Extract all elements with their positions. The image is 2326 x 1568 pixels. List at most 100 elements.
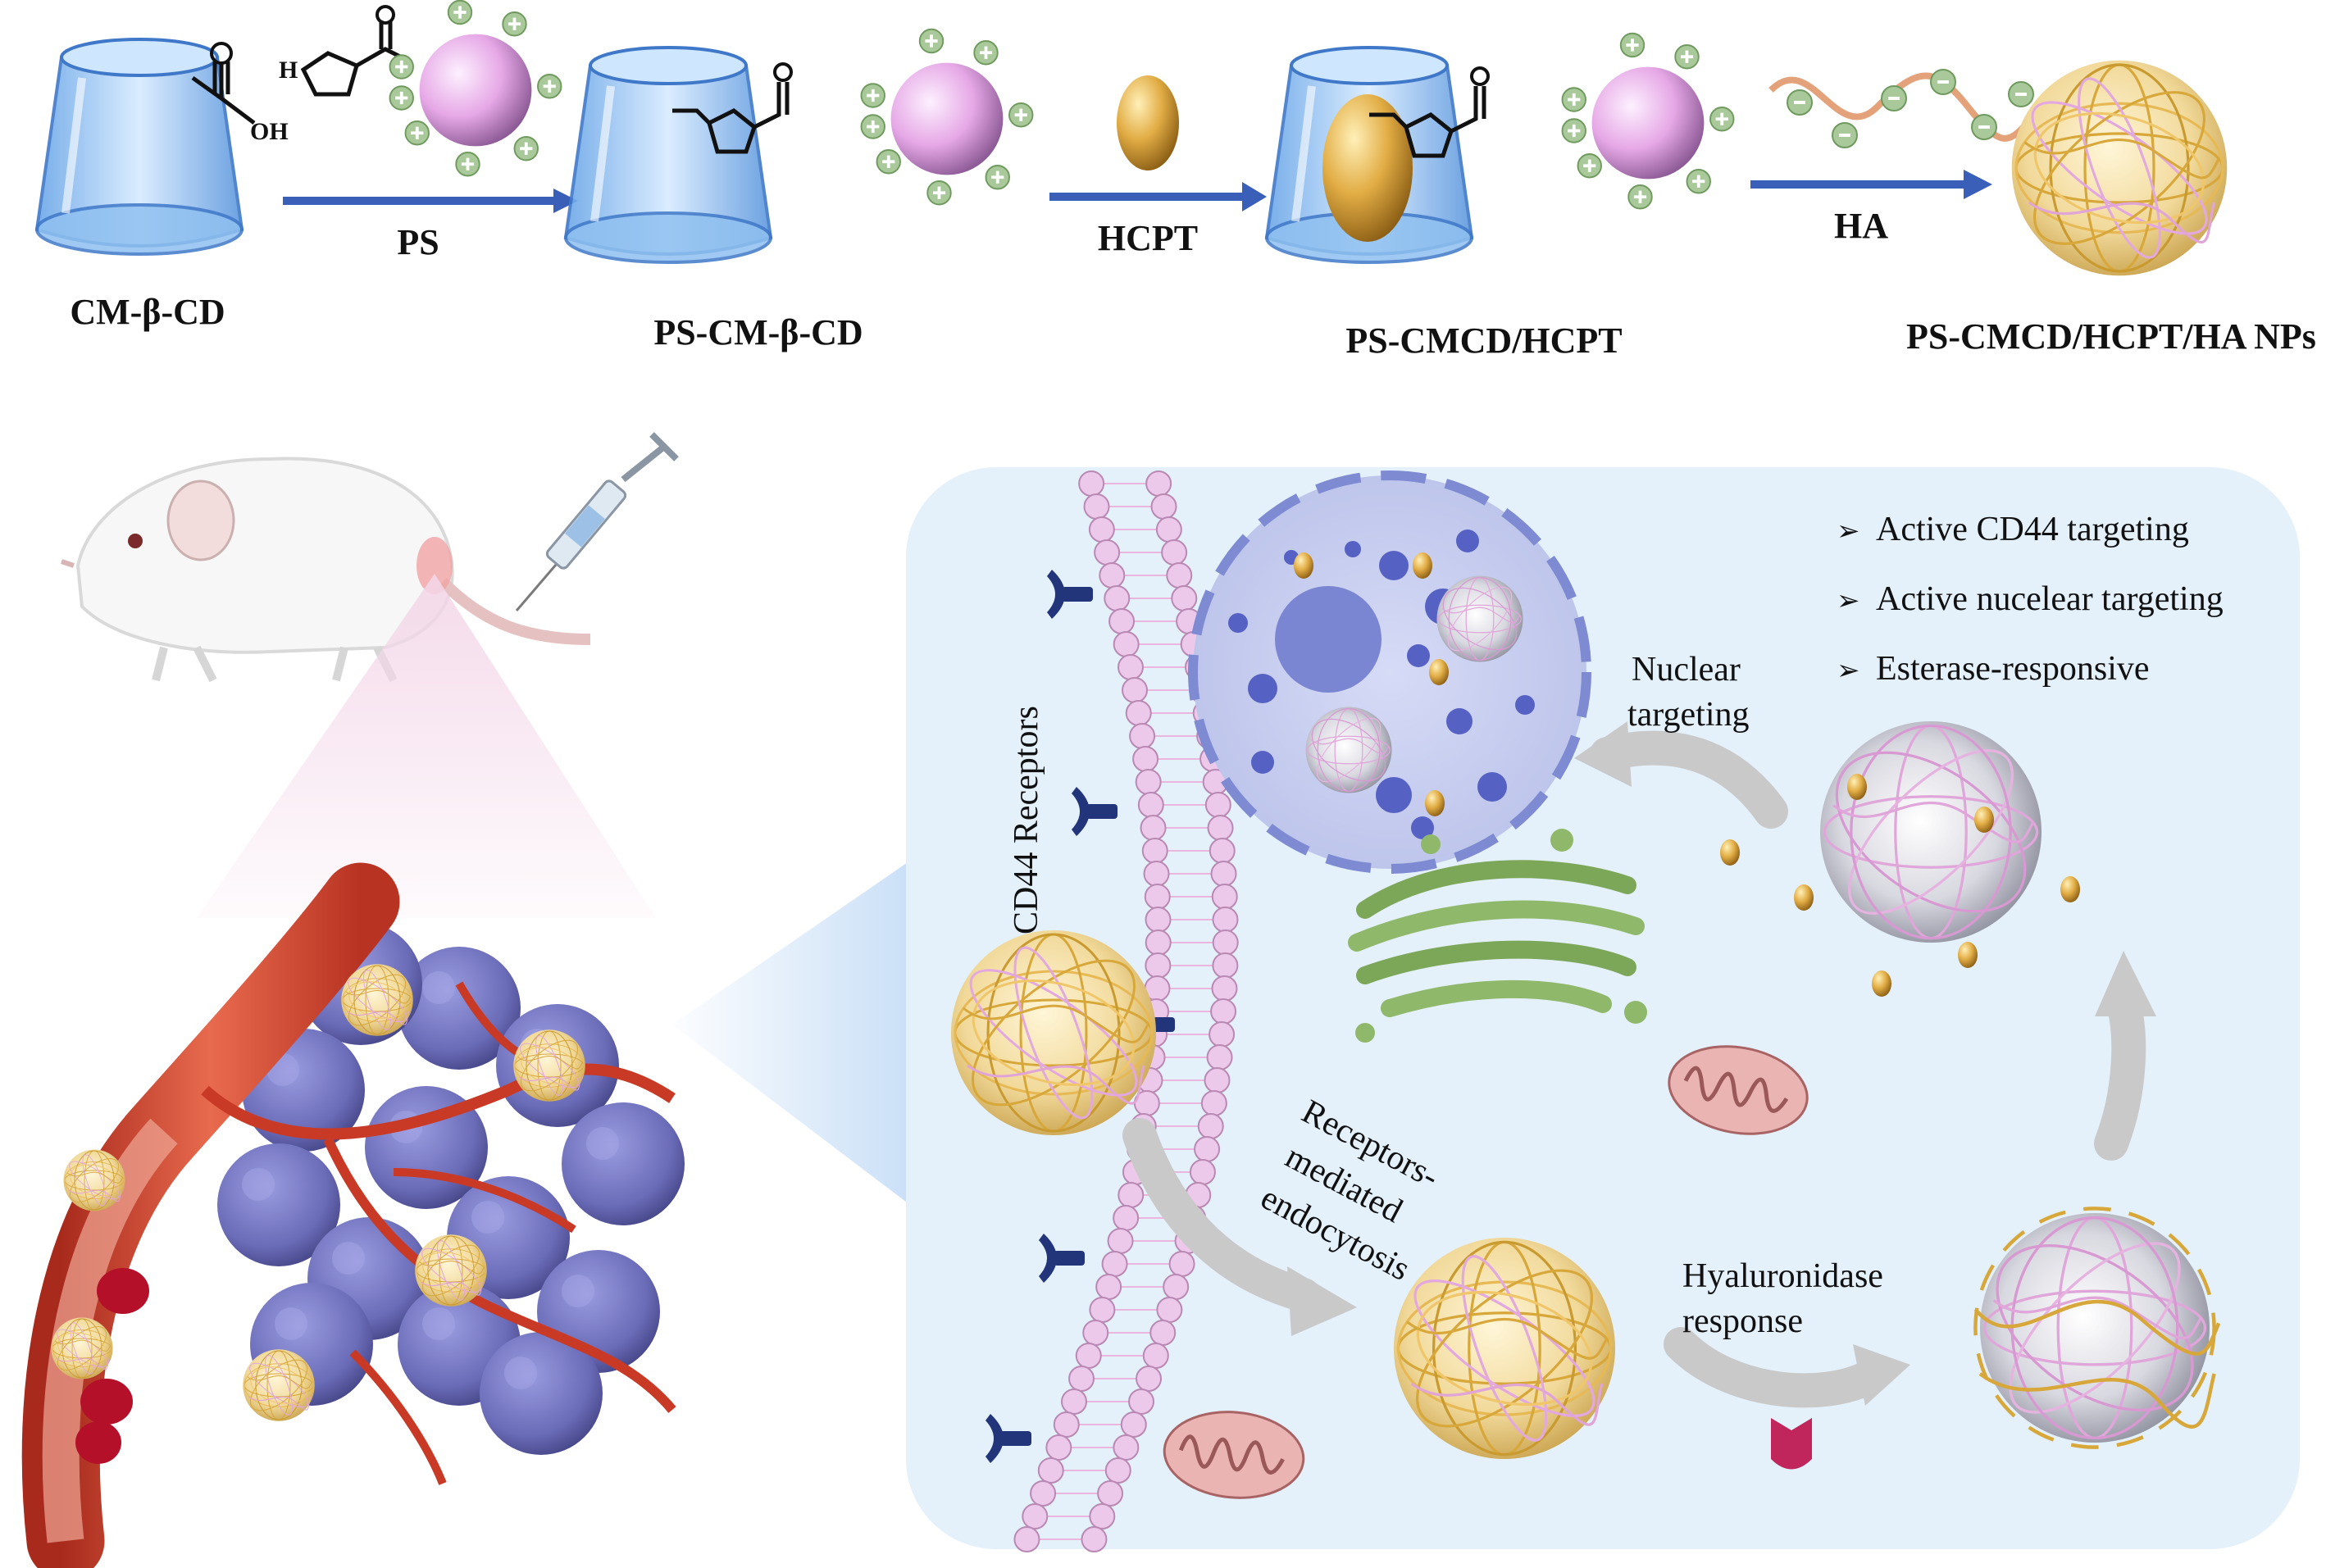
lipid-head xyxy=(1097,1480,1124,1507)
arrow-bullet-icon: ➢ xyxy=(1837,584,1860,617)
nuclear-label-1: Nuclear xyxy=(1632,651,1741,689)
hyaluronidase-label-2: response xyxy=(1682,1302,1803,1340)
lipid-head xyxy=(1132,746,1159,772)
lipid-head xyxy=(1197,1113,1224,1139)
lipid-head xyxy=(1107,1228,1134,1254)
lipid-head xyxy=(1129,723,1156,749)
lipid-head xyxy=(1013,1526,1040,1552)
lipid-head xyxy=(1099,562,1126,589)
lipid-head xyxy=(1088,516,1115,543)
lipid-head xyxy=(1210,861,1237,887)
membrane-label: CD44 Receptors xyxy=(1008,706,1045,934)
lipid-head xyxy=(1030,1480,1057,1507)
lipid-head xyxy=(1204,792,1231,818)
arrow-bullet-icon: ➢ xyxy=(1837,654,1860,687)
lipid-head xyxy=(1189,1159,1216,1185)
lipid-head xyxy=(1145,952,1172,979)
lipid-head xyxy=(1210,998,1237,1025)
lipid-head xyxy=(1125,700,1152,726)
ps-cmcd-hcpt xyxy=(1267,34,1734,262)
compound2-label: PS-CM-β-CD xyxy=(653,312,863,352)
lipid-head xyxy=(1150,493,1177,520)
lipid-head xyxy=(1104,1457,1131,1484)
lipid-head xyxy=(1095,1274,1122,1300)
cell-membrane xyxy=(1013,470,1239,1552)
lipid-head xyxy=(1161,539,1188,566)
hyaluronidase-enzyme xyxy=(1771,1418,1812,1470)
lipid-head xyxy=(1101,1251,1128,1277)
zoom-beam-cell xyxy=(672,861,910,1205)
esterase-release-nanoparticle xyxy=(1720,719,2080,997)
final-nanoparticle xyxy=(2008,59,2231,277)
ha-chain xyxy=(1768,69,2037,148)
lipid-head xyxy=(1212,952,1239,979)
compound1-label: CM-β-CD xyxy=(70,292,225,332)
lipid-head xyxy=(1155,516,1182,543)
lipid-head xyxy=(1128,1388,1155,1415)
feature-item: ➢Active CD44 targeting xyxy=(1837,510,2189,549)
lipid-head xyxy=(1166,562,1193,589)
lipid-head xyxy=(1212,929,1239,956)
lipid-head xyxy=(1037,1457,1064,1484)
lipid-head xyxy=(1104,585,1131,611)
lipid-head xyxy=(1113,631,1140,657)
lipid-head xyxy=(1212,907,1239,933)
lipid-head xyxy=(1144,884,1171,910)
bound-nanoparticle xyxy=(948,929,1159,1137)
lipid-head xyxy=(1075,1343,1102,1369)
lipid-head xyxy=(1141,838,1168,864)
lipid-head xyxy=(1022,1503,1049,1529)
feature-text: Active CD44 targeting xyxy=(1876,511,2189,548)
lipid-head xyxy=(1209,838,1236,864)
lipid-head xyxy=(1117,654,1144,680)
lipid-head xyxy=(1089,1297,1116,1323)
lipid-head xyxy=(1045,1434,1072,1461)
lipid-head xyxy=(1140,815,1167,841)
lipid-head xyxy=(1081,1526,1108,1552)
lipid-head xyxy=(1108,608,1136,634)
lipid-head xyxy=(1145,907,1172,933)
nh-label: H xyxy=(279,57,298,84)
synthesis-scheme: OH H PS CM-β-CD PS-CM-β-CD HCPT xyxy=(37,1,2316,361)
lipid-head xyxy=(1211,975,1238,1002)
ps-cm-beta-cd xyxy=(566,30,1033,262)
lipid-head xyxy=(1156,1297,1183,1323)
lipid-head xyxy=(1122,677,1149,703)
carboxyl-group xyxy=(191,42,256,125)
lipid-head xyxy=(1136,1366,1163,1392)
nuclear-label-2: targeting xyxy=(1627,696,1750,734)
lipid-head xyxy=(1211,884,1238,910)
feature-item: ➢ Esterase-responsive xyxy=(1837,649,2150,689)
lipid-head xyxy=(1082,1320,1109,1346)
cm-beta-cd-cup xyxy=(37,39,242,254)
lipid-head xyxy=(1142,1343,1169,1369)
lipid-head xyxy=(1207,815,1234,841)
lipid-head xyxy=(1168,1251,1195,1277)
ps-label: PS xyxy=(397,222,439,262)
lipid-head xyxy=(1083,493,1110,520)
lipid-head xyxy=(1068,1366,1095,1392)
lipid-head xyxy=(1209,1021,1236,1048)
internalized-nanoparticle xyxy=(1390,1236,1619,1461)
compound3-label: PS-CMCD/HCPT xyxy=(1345,320,1622,361)
lipid-head xyxy=(1163,1274,1190,1300)
lipid-head xyxy=(1149,1320,1177,1346)
process-arrowheads xyxy=(1287,721,2156,1406)
lipid-head xyxy=(1145,929,1172,956)
lipid-head xyxy=(1113,1205,1140,1231)
lipid-head xyxy=(1204,1067,1231,1093)
lipid-head xyxy=(1194,1136,1221,1162)
lipid-head xyxy=(1145,470,1172,497)
hyaluronidase-label-1: Hyaluronidase xyxy=(1682,1257,1883,1295)
mouse-illustration xyxy=(61,457,591,683)
lipid-head xyxy=(1089,1503,1116,1529)
feature-text: Active nucelear targeting xyxy=(1876,580,2224,618)
lipid-head xyxy=(1206,1044,1233,1070)
hcpt-label: HCPT xyxy=(1098,218,1198,258)
lipid-head xyxy=(1171,585,1198,611)
lipid-head xyxy=(1137,792,1164,818)
lipid-head xyxy=(1094,539,1121,566)
feature-text: Esterase-responsive xyxy=(1876,650,2150,688)
compound4-label: PS-CMCD/HCPT/HA NPs xyxy=(1906,316,2316,357)
